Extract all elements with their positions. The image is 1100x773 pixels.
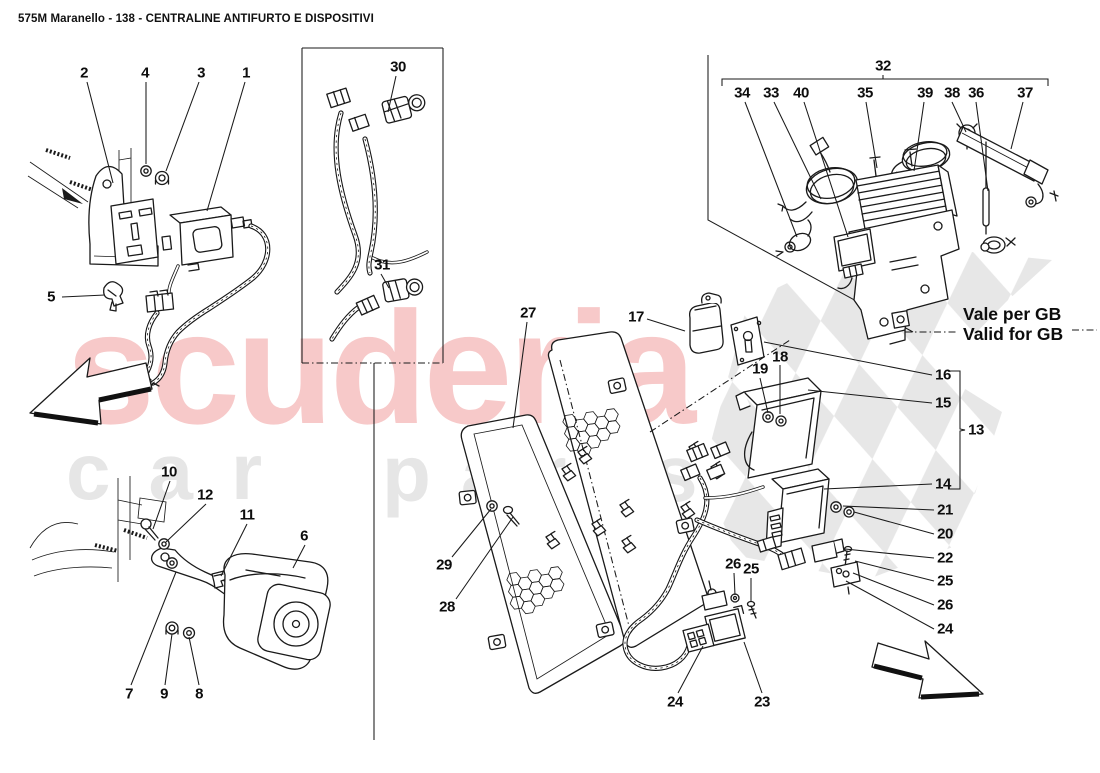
callout-6: 6 — [300, 527, 308, 545]
callout-24-bottom: 24 — [667, 693, 683, 711]
callout-16: 16 — [935, 366, 951, 384]
callout-34: 34 — [734, 84, 750, 102]
callout-31: 31 — [374, 256, 390, 274]
callout-13: 13 — [968, 421, 984, 439]
gb-group — [707, 55, 1097, 345]
insulation-panels — [458, 331, 791, 694]
callout-9: 9 — [160, 685, 168, 703]
callout-7: 7 — [125, 685, 133, 703]
callout-28: 28 — [439, 598, 455, 616]
gb-note-line1: Vale per GB — [963, 304, 1062, 324]
callout-12: 12 — [197, 486, 213, 504]
callout-24-right: 24 — [937, 620, 953, 638]
callout-2: 2 — [80, 64, 88, 82]
callout-22: 22 — [937, 549, 953, 567]
callout-33: 33 — [763, 84, 779, 102]
page-title: 575M Maranello - 138 - CENTRALINE ANTIFU… — [18, 13, 374, 25]
leader-lines — [61, 75, 1024, 694]
callout-21: 21 — [937, 501, 953, 519]
callout-35: 35 — [857, 84, 873, 102]
callout-3: 3 — [197, 64, 205, 82]
prev-direction-arrow-icon — [29, 357, 153, 426]
callout-19: 19 — [752, 360, 768, 378]
gb-note: Vale per GB Valid for GB — [963, 304, 1063, 344]
callout-39: 39 — [917, 84, 933, 102]
callout-17: 17 — [628, 308, 644, 326]
callout-27: 27 — [520, 304, 536, 322]
callout-11: 11 — [239, 506, 255, 524]
callout-23: 23 — [754, 693, 770, 711]
gb-note-line2: Valid for GB — [963, 324, 1064, 344]
callout-37: 37 — [1017, 84, 1033, 102]
callout-38: 38 — [944, 84, 960, 102]
callout-5: 5 — [47, 288, 55, 306]
callout-8: 8 — [195, 685, 203, 703]
control-units-group — [625, 292, 861, 668]
callout-40: 40 — [793, 84, 809, 102]
callout-25-right: 25 — [937, 572, 953, 590]
callout-10: 10 — [161, 463, 177, 481]
callout-26-mid: 26 — [725, 555, 741, 573]
callout-26-right: 26 — [937, 596, 953, 614]
callout-18: 18 — [772, 348, 788, 366]
callout-15: 15 — [935, 394, 951, 412]
callout-14: 14 — [935, 475, 951, 493]
next-direction-arrow-icon — [871, 640, 984, 700]
connector-31 — [382, 278, 424, 303]
callout-36: 36 — [968, 84, 984, 102]
callout-4: 4 — [141, 64, 149, 82]
callout-1: 1 — [242, 64, 250, 82]
callout-32: 32 — [875, 57, 891, 75]
alarm-ecu-group — [27, 148, 268, 391]
callout-25-mid: 25 — [743, 560, 759, 578]
siren-group — [29, 476, 331, 670]
callout-30: 30 — [390, 58, 406, 76]
callout-20: 20 — [937, 525, 953, 543]
callout-29: 29 — [436, 556, 452, 574]
